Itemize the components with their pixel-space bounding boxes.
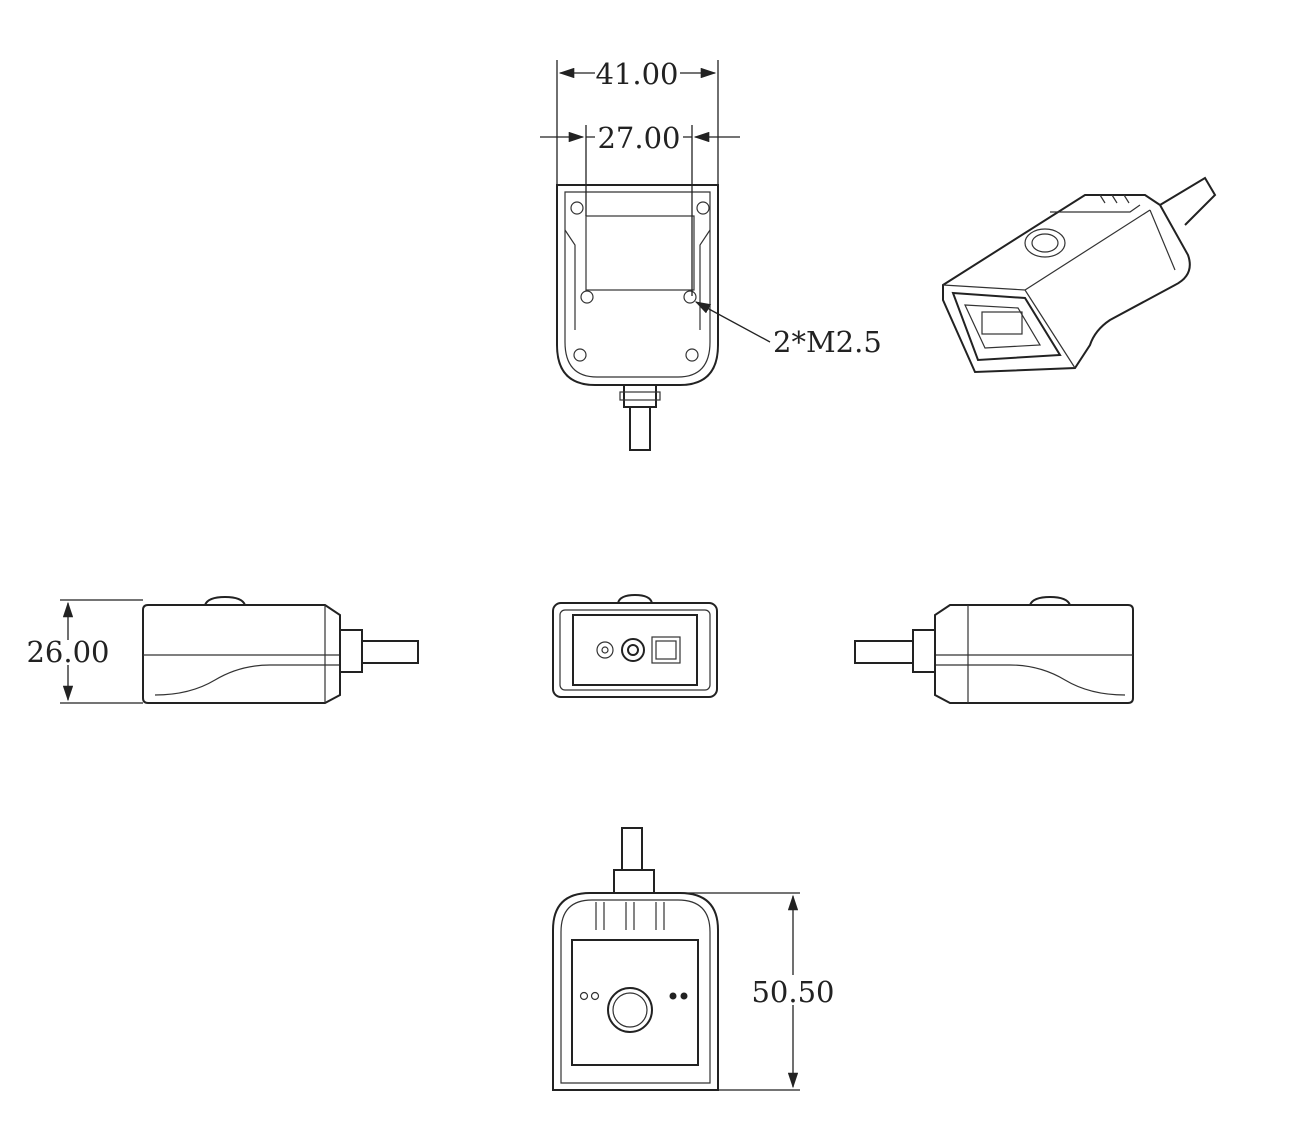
isometric-view — [942, 176, 1217, 374]
mounting-holes — [570, 201, 710, 362]
front-view — [552, 593, 718, 698]
top-view: 41.00 27.00 2*M2.5 — [540, 55, 882, 451]
dim-overall-width: 41.00 — [595, 57, 678, 91]
right-side-view — [854, 595, 1134, 704]
dim-hole-spacing: 27.00 — [597, 121, 680, 155]
dim-height: 26.00 — [26, 635, 109, 669]
bottom-view: 50.50 — [552, 827, 835, 1091]
callout-mounting-holes: 2*M2.5 — [773, 325, 882, 359]
dim-depth: 50.50 — [751, 975, 834, 1009]
left-side-view: 26.00 — [26, 595, 419, 704]
